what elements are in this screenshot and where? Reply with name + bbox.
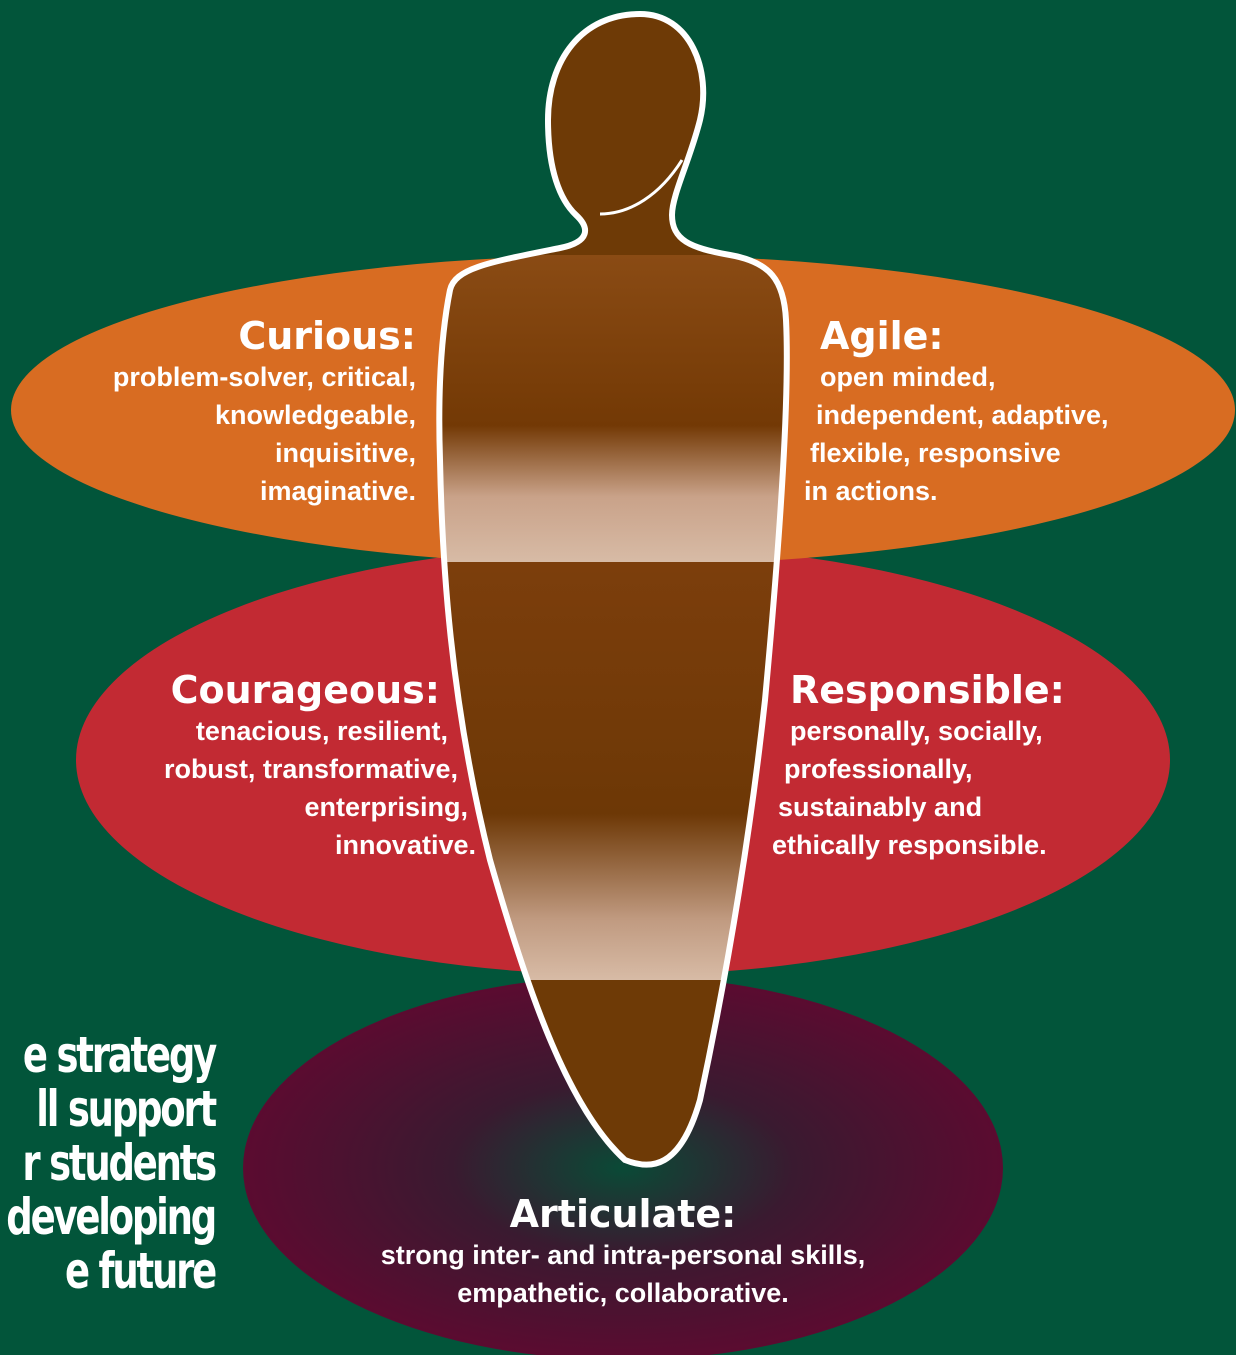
agile-block: Agile: open minded, independent, adaptiv… bbox=[804, 314, 1224, 510]
curious-line-4: imaginative. bbox=[259, 476, 416, 506]
articulate-line-2: empathetic, collaborative. bbox=[457, 1278, 789, 1308]
responsible-line-2: professionally, bbox=[784, 754, 973, 784]
responsible-title: Responsible: bbox=[790, 668, 1065, 712]
curious-line-1: problem-solver, critical, bbox=[112, 362, 416, 392]
agile-line-1: open minded, bbox=[820, 362, 996, 392]
articulate-ring bbox=[243, 976, 1003, 1355]
figure-neck-line bbox=[599, 159, 684, 216]
courageous-line-3: enterprising, bbox=[304, 792, 468, 822]
side-text-line-4: developing bbox=[6, 1188, 217, 1246]
agile-line-3: flexible, responsive bbox=[810, 438, 1061, 468]
figure-outline bbox=[436, 11, 790, 1168]
responsible-line-1: personally, socially, bbox=[790, 716, 1043, 746]
articulate-title: Articulate: bbox=[509, 1192, 737, 1236]
side-text-line-2: ll support bbox=[36, 1080, 217, 1138]
curious-line-2: knowledgeable, bbox=[214, 400, 416, 430]
responsible-block: Responsible: personally, socially, profe… bbox=[772, 668, 1212, 864]
courageous-line-4: innovative. bbox=[334, 830, 476, 860]
side-text-line-3: r students bbox=[22, 1134, 217, 1192]
articulate-line-1: strong inter- and intra-personal skills, bbox=[380, 1240, 866, 1270]
agile-title: Agile: bbox=[820, 314, 944, 358]
courageous-line-1: tenacious, resilient, bbox=[195, 716, 448, 746]
curious-block: Curious: problem-solver, critical, knowl… bbox=[0, 314, 416, 510]
courageous-title: Courageous: bbox=[170, 668, 440, 712]
strategy-side-text: e strategy ll support r students develop… bbox=[0, 1026, 217, 1300]
courageous-block: Courageous: tenacious, resilient, robust… bbox=[16, 668, 476, 864]
responsible-line-4: ethically responsible. bbox=[772, 830, 1047, 860]
responsible-line-3: sustainably and bbox=[778, 792, 983, 822]
curious-line-3: inquisitive, bbox=[274, 438, 416, 468]
courageous-line-2: robust, transformative, bbox=[163, 754, 458, 784]
agile-line-2: independent, adaptive, bbox=[816, 400, 1109, 430]
curious-title: Curious: bbox=[238, 314, 416, 358]
agile-line-4: in actions. bbox=[804, 476, 938, 506]
side-text-line-5: e future bbox=[64, 1242, 217, 1300]
side-text-line-1: e strategy bbox=[22, 1026, 217, 1084]
articulate-block: Articulate: strong inter- and intra-pers… bbox=[273, 1192, 973, 1312]
